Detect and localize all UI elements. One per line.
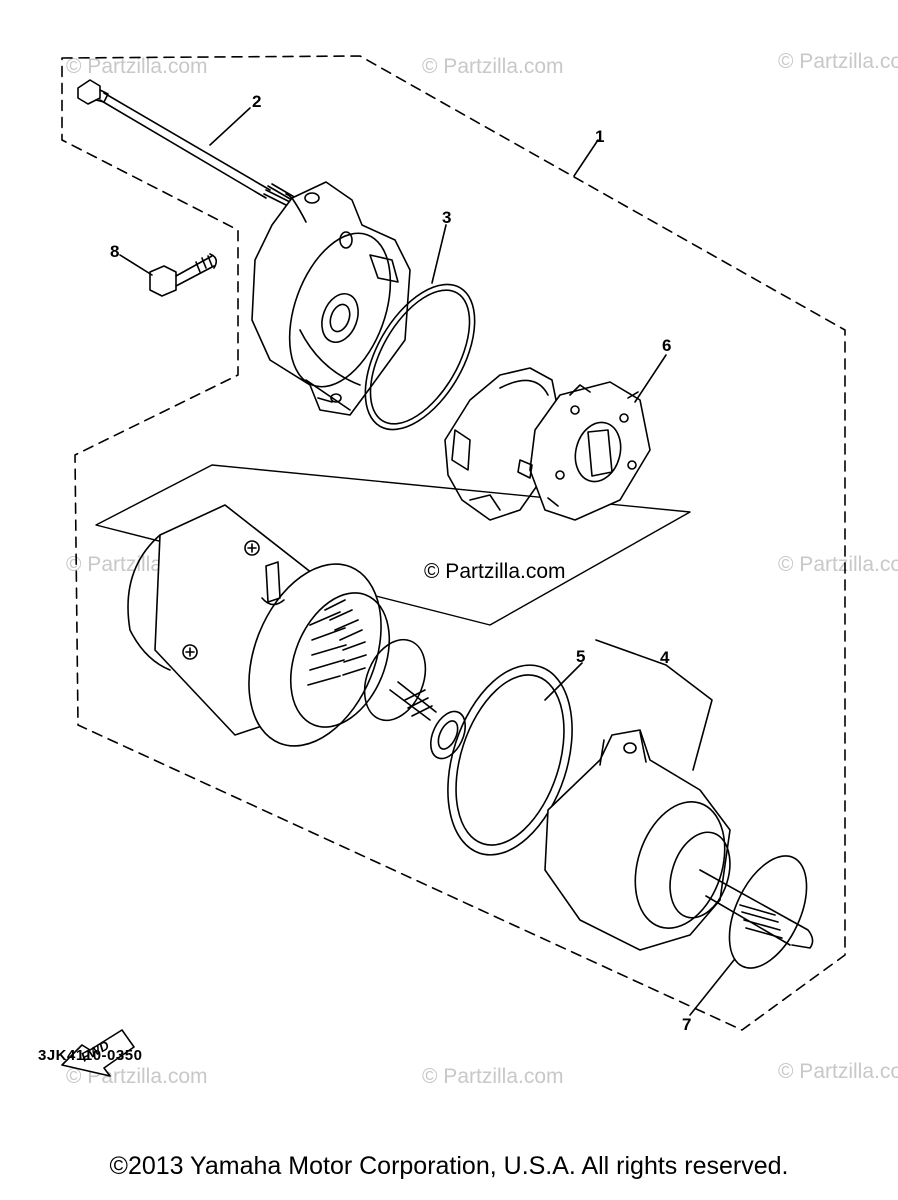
callout-5: 5 bbox=[576, 647, 586, 666]
watermark: © Partzilla.com bbox=[422, 55, 564, 78]
callout-6: 6 bbox=[662, 336, 672, 355]
leader-3 bbox=[431, 224, 447, 284]
leader-6 bbox=[634, 354, 667, 403]
output-shaft bbox=[739, 904, 814, 949]
leader-5 bbox=[544, 662, 583, 701]
diagram-code: 3JK4110-0350 bbox=[38, 1047, 143, 1064]
callout-3: 3 bbox=[442, 208, 452, 227]
front-cover bbox=[544, 729, 791, 951]
callout-2: 2 bbox=[252, 92, 262, 111]
washer bbox=[429, 710, 467, 760]
leader-1 bbox=[573, 139, 599, 177]
large-o-ring bbox=[447, 664, 573, 856]
callout-1: 1 bbox=[595, 127, 605, 146]
brush-holder bbox=[517, 381, 651, 521]
callout-4: 4 bbox=[660, 648, 670, 667]
mounting-bolt bbox=[149, 253, 218, 297]
snap-ring bbox=[728, 855, 808, 969]
watermark: © Partzilla.com bbox=[422, 1065, 564, 1088]
end-cover bbox=[251, 181, 411, 416]
assembly-boundary bbox=[61, 55, 846, 1031]
leader-2 bbox=[209, 107, 251, 146]
watermark: © Partzilla.com bbox=[778, 1060, 898, 1083]
copyright-notice: ©2013 Yamaha Motor Corporation, U.S.A. A… bbox=[109, 1152, 789, 1180]
watermark: © Partzilla.com bbox=[778, 50, 898, 73]
watermark: © Partzilla.com bbox=[424, 560, 566, 583]
leader-8 bbox=[119, 254, 153, 276]
commutator bbox=[307, 599, 367, 686]
leader-7 bbox=[689, 959, 735, 1016]
o-ring bbox=[364, 283, 476, 431]
watermark: © Partzilla.com bbox=[778, 553, 898, 576]
motor-yoke bbox=[127, 504, 437, 747]
callout-7: 7 bbox=[682, 1015, 692, 1034]
leader-4 bbox=[595, 639, 713, 771]
watermark: © Partzilla.com bbox=[66, 55, 208, 78]
through-bolt bbox=[77, 79, 297, 209]
callout-8: 8 bbox=[110, 242, 120, 261]
